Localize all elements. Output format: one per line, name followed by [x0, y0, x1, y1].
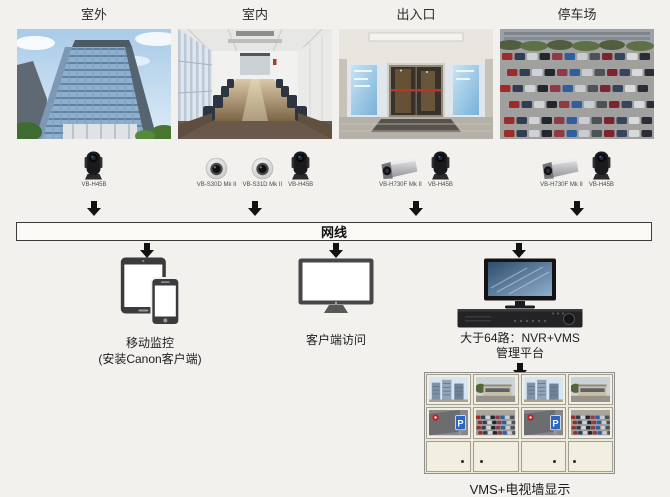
camera-model-label: VB-S30D Mk II [196, 182, 237, 188]
camera-group-outdoor: VB-H45B [81, 148, 107, 188]
video-wall-caption: VMS+电视墙显示 [469, 482, 571, 497]
outdoor-photo [17, 29, 171, 139]
video-wall [424, 372, 615, 474]
camera-unit: VB-H45B [288, 150, 313, 188]
scene-label-parking: 停车场 [557, 7, 597, 22]
scenes-row: 室外 VB-H45B [17, 6, 654, 216]
scene-parking: 停车场 VB-H [500, 6, 654, 216]
video-wall-cell [567, 374, 613, 406]
mobile-client-label-line1: 移动监控 [125, 336, 175, 350]
wall-thumb-cars [476, 410, 515, 435]
video-wall-cell [520, 374, 566, 406]
down-arrow-icon [409, 201, 423, 216]
parking-photo [500, 29, 654, 139]
entrance-photo [339, 29, 493, 139]
wall-thumb-office [571, 377, 610, 402]
nvr-icon [457, 258, 583, 328]
camera-group-indoor: VB-S30D Mk II VB-S31D Mk II VB-H45B [197, 148, 313, 188]
camera-unit: VB-H730F Mk II [379, 157, 422, 188]
ptz-camera-icon [589, 150, 614, 180]
nvr-label: 大于64路：NVR+VMS 管理平台 [460, 331, 580, 361]
camera-model-label: VB-H45B [288, 182, 314, 188]
video-wall-cell [473, 374, 519, 406]
camera-model-label: VB-S31D Mk II [242, 182, 283, 188]
down-arrow-icon [570, 201, 584, 216]
placeholder-dot [479, 459, 483, 463]
camera-group-entrance: VB-H730F Mk II VB-H45B [379, 148, 453, 188]
desktop-client-label: 客户端访问 [305, 333, 366, 347]
wall-thumb-parking-sign [429, 410, 468, 435]
scene-outdoor: 室外 VB-H45B [17, 6, 171, 216]
wall-thumb-towers [524, 377, 563, 402]
video-wall-empty-cell [567, 440, 613, 472]
camera-unit: VB-H45B [428, 150, 453, 188]
video-wall-empty-cell [426, 440, 472, 472]
placeholder-dot [572, 459, 576, 463]
camera-model-label: VB-H730F Mk II [540, 182, 583, 188]
placeholder-dot [460, 459, 464, 463]
video-wall-cell [520, 407, 566, 439]
scene-label-indoor: 室内 [241, 7, 268, 22]
box-camera-icon [380, 157, 420, 180]
camera-unit: VB-H45B [81, 150, 107, 188]
camera-unit: VB-H730F Mk II [540, 157, 583, 188]
indoor-photo [178, 29, 332, 139]
down-arrow-icon [140, 243, 154, 258]
camera-unit: VB-S30D Mk II [196, 157, 237, 188]
camera-unit: VB-S31D Mk II [242, 157, 282, 188]
camera-group-parking: VB-H730F Mk II VB-H45B [540, 148, 614, 188]
nvr-platform: 大于64路：NVR+VMS 管理平台 [457, 258, 583, 378]
video-wall-empty-cell [520, 440, 566, 472]
wall-thumb-cars [571, 410, 610, 435]
down-arrow-icon [512, 243, 526, 258]
mobile-client-label-line2: (安装Canon客户端) [98, 352, 202, 366]
mobile-client-label: 移动监控 (安装Canon客户端) [98, 335, 201, 367]
monitor-icon [298, 258, 374, 313]
wall-thumb-office [476, 377, 515, 402]
ptz-camera-icon [81, 150, 106, 180]
network-bar: 网线 [16, 222, 652, 241]
down-arrow-icon [329, 243, 343, 258]
camera-model-label: VB-H45B [427, 182, 453, 188]
dome-camera-icon [251, 157, 274, 180]
box-camera-icon [541, 157, 581, 180]
scene-entrance: 出入口 [339, 6, 493, 216]
video-wall-cell [426, 374, 472, 406]
ptz-camera-icon [288, 150, 313, 180]
mobile-devices [120, 257, 180, 326]
dome-camera-icon [205, 157, 228, 180]
video-wall-cell [567, 407, 613, 439]
camera-model-label: VB-H45B [81, 182, 107, 188]
smartphone-icon [149, 277, 180, 326]
scene-label-entrance: 出入口 [396, 7, 436, 22]
wall-thumb-towers [429, 377, 468, 402]
camera-model-label: VB-H730F Mk II [379, 182, 422, 188]
desktop-client: 客户端访问 [298, 258, 374, 348]
video-wall-cell [426, 407, 472, 439]
nvr-label-line2: 管理平台 [495, 346, 544, 360]
mobile-monitoring-client: 移动监控 (安装Canon客户端) [98, 257, 202, 367]
wall-thumb-parking-sign [524, 410, 563, 435]
network-bar-label: 网线 [320, 225, 347, 240]
scene-label-outdoor: 室外 [80, 7, 107, 22]
down-arrow-icon [87, 201, 101, 216]
camera-model-label: VB-H45B [588, 182, 614, 188]
nvr-label-line1: 大于64路：NVR+VMS [460, 331, 580, 345]
video-wall-cell [473, 407, 519, 439]
camera-unit: VB-H45B [589, 150, 614, 188]
down-arrow-icon [248, 201, 262, 216]
ptz-camera-icon [428, 150, 453, 180]
scene-indoor: 室内 [178, 6, 332, 216]
video-wall-empty-cell [473, 440, 519, 472]
placeholder-dot [552, 459, 556, 463]
